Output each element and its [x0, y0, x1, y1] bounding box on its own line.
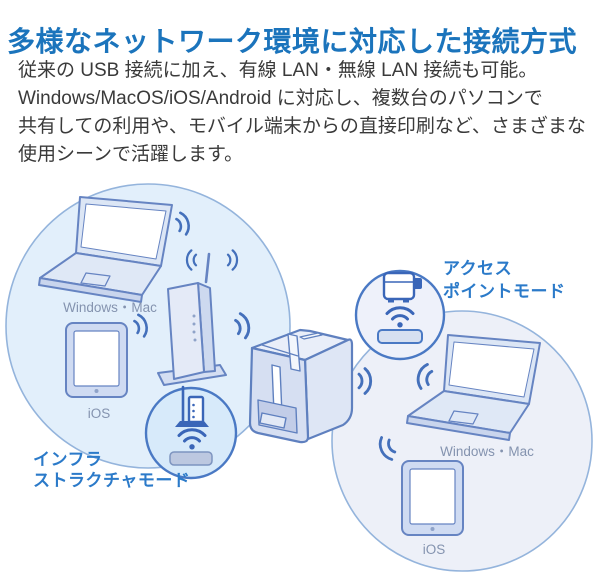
description-line: 使用シーンで活躍します。: [18, 144, 244, 165]
infrastructure-mode-label-line2: ストラクチャモード: [33, 471, 190, 490]
description: 従来の USB 接続に加え、有線 LAN・無線 LAN 接続も可能。 Windo…: [18, 57, 586, 169]
description-line: Windows/MacOS/iOS/Android に対応し、複数台のパソコンで: [18, 88, 543, 109]
base-bar: [169, 451, 213, 466]
access-point-mode-label-line2: ポイントモード: [443, 281, 566, 301]
description-line: 共有しての利用や、モバイル端末からの直接印刷など、さまざまな: [18, 116, 586, 137]
right-tablet-label: iOS: [423, 542, 446, 557]
tablet-ios-right: [401, 460, 464, 536]
network-diagram: Windows・Mac iOS インフラ ストラクチャモード アクセス ポイント…: [5, 183, 593, 572]
description-line: 従来の USB 接続に加え、有線 LAN・無線 LAN 接続も可能。: [18, 60, 538, 81]
infrastructure-mode-label-line1: インフラ: [33, 450, 103, 469]
tablet-ios-left: [65, 322, 128, 398]
router-icon: [175, 385, 209, 427]
access-point-badge: [354, 269, 446, 361]
printer-icon: [382, 271, 422, 303]
label-printer: [248, 328, 354, 444]
infrastructure-badge: [144, 385, 238, 480]
right-laptop-label: Windows・Mac: [440, 444, 534, 459]
page-title: 多様なネットワーク環境に対応した接続方式: [7, 25, 578, 57]
left-tablet-label: iOS: [88, 406, 111, 421]
base-bar: [377, 329, 423, 344]
left-laptop-label: Windows・Mac: [63, 300, 157, 315]
access-point-mode-label-line1: アクセス: [443, 259, 512, 278]
wifi-router: [157, 252, 227, 386]
